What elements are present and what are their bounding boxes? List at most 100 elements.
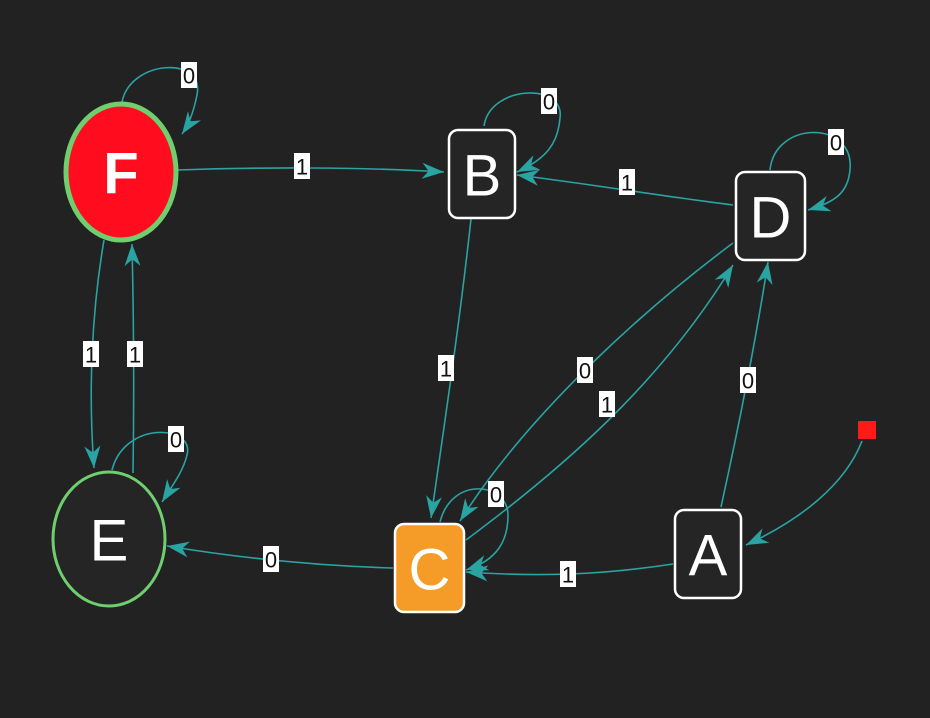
edge-arrowhead <box>421 162 444 179</box>
edge-label-a-to-d: 0 <box>740 367 756 394</box>
edge-label-d-to-d: 0 <box>828 129 844 156</box>
edge-label-text: 0 <box>579 359 591 384</box>
edge-label-background <box>181 62 197 88</box>
edge-c-to-c[interactable] <box>439 488 509 571</box>
edge-label-text: 0 <box>170 428 182 453</box>
start-edge-arrowhead <box>746 528 770 545</box>
edge-label-text: 0 <box>183 64 195 89</box>
edge-label-background <box>599 391 615 417</box>
edge-c-to-d[interactable] <box>465 264 734 541</box>
node-c[interactable]: C <box>393 522 466 614</box>
edge-label-background <box>83 341 99 367</box>
node-shape <box>63 101 179 243</box>
node-label: C <box>409 538 451 603</box>
edge-line <box>111 431 189 503</box>
edge-arrowhead <box>162 479 181 502</box>
edge-label-background <box>541 88 557 114</box>
node-d[interactable]: D <box>734 170 807 262</box>
node-f[interactable]: F <box>63 101 179 243</box>
edge-label-text: 1 <box>296 155 308 180</box>
edge-label-text: 1 <box>129 343 141 368</box>
edge-arrowhead <box>167 541 190 558</box>
edge-d-to-d[interactable] <box>769 131 851 212</box>
edge-line <box>439 488 509 571</box>
edge-b-to-b[interactable] <box>483 92 561 173</box>
node-shape <box>734 170 807 262</box>
edge-label-background <box>438 355 454 381</box>
edge-arrowhead <box>714 265 733 288</box>
edge-label-d-to-b: 1 <box>619 169 635 196</box>
node-shape <box>673 508 743 600</box>
node-label: B <box>463 144 502 209</box>
edge-line <box>166 545 394 569</box>
edge-line <box>483 92 561 173</box>
edge-arrowhead <box>84 445 101 468</box>
edge-arrowhead <box>517 155 541 172</box>
edge-label-text: 1 <box>601 393 613 418</box>
edge-label-text: 0 <box>830 131 842 156</box>
edge-label-background <box>619 169 635 195</box>
node-shape <box>51 470 167 608</box>
edge-line <box>131 243 135 474</box>
edge-arrowhead <box>756 262 773 285</box>
edge-f-to-b[interactable] <box>176 162 445 179</box>
edge-label-background <box>828 129 844 155</box>
edge-label-d-to-c: 0 <box>577 357 593 384</box>
edge-arrowhead <box>466 565 489 582</box>
edge-label-text: 1 <box>621 171 633 196</box>
edge-label-a-to-c: 1 <box>560 561 576 588</box>
edge-label-b-to-c: 1 <box>438 355 454 382</box>
node-e[interactable]: E <box>51 470 167 608</box>
node-label: D <box>750 186 792 251</box>
edge-label-text: 1 <box>562 563 574 588</box>
edge-label-f-to-e: 1 <box>83 341 99 368</box>
start-marker-square <box>858 421 876 439</box>
edge-label-background <box>263 546 279 572</box>
edge-label-background <box>127 341 143 367</box>
edge-label-text: 1 <box>440 357 452 382</box>
node-shape <box>447 128 517 220</box>
edge-label-text: 0 <box>265 548 277 573</box>
node-b[interactable]: B <box>447 128 517 220</box>
edge-label-text: 0 <box>543 90 555 115</box>
edge-label-text: 0 <box>490 483 502 508</box>
edge-label-text: 0 <box>742 369 754 394</box>
edge-label-background <box>488 481 504 507</box>
edge-label-background <box>740 367 756 393</box>
edge-c-to-e[interactable] <box>166 541 394 569</box>
edge-label-b-to-b: 0 <box>541 88 557 115</box>
edge-d-to-c[interactable] <box>459 242 734 522</box>
edge-arrowhead <box>517 169 540 186</box>
edge-arrowhead <box>460 498 479 521</box>
edge-line <box>459 242 734 522</box>
edge-label-c-to-c: 0 <box>488 481 504 508</box>
edge-line <box>465 264 734 541</box>
edge-label-c-to-e: 0 <box>263 546 279 573</box>
edge-label-background <box>577 357 593 383</box>
start-edge-line <box>745 440 863 546</box>
node-label: E <box>90 509 129 574</box>
nodes-layer: F B D E C A <box>51 101 807 614</box>
edge-label-e-to-e: 0 <box>168 426 184 453</box>
edge-e-to-e[interactable] <box>111 431 189 503</box>
edge-line <box>176 167 445 173</box>
node-label: A <box>689 524 728 589</box>
node-label: F <box>103 142 138 207</box>
edge-label-f-to-f: 0 <box>181 62 197 89</box>
edge-arrowhead <box>808 196 832 212</box>
edge-arrowhead <box>466 555 490 571</box>
edge-label-c-to-d: 1 <box>599 391 615 418</box>
node-a[interactable]: A <box>673 508 743 600</box>
edge-arrowhead <box>124 244 141 267</box>
edge-line <box>769 131 851 211</box>
edge-label-background <box>560 561 576 587</box>
edge-e-to-f[interactable] <box>124 243 141 474</box>
node-shape <box>393 522 466 614</box>
edge-label-background <box>294 153 310 179</box>
edge-arrowhead <box>426 495 442 518</box>
edge-label-background <box>168 426 184 452</box>
edge-arrowhead <box>182 111 201 134</box>
start-marker <box>745 421 876 546</box>
